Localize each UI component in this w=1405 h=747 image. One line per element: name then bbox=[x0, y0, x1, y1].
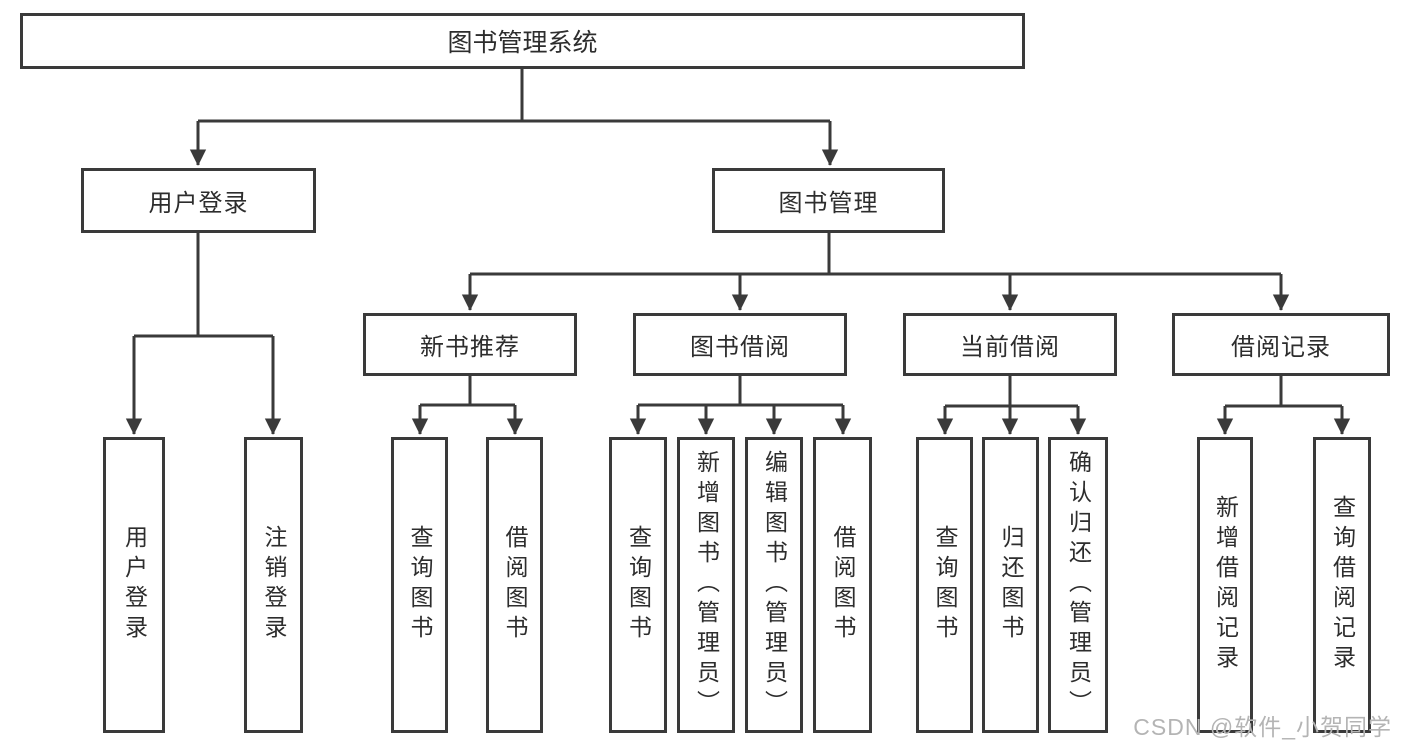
leaf-label: 注销登录 bbox=[261, 525, 287, 645]
node-label: 借阅记录 bbox=[1231, 334, 1331, 361]
leaf-query-books-borrow: 查询图书 bbox=[609, 437, 667, 733]
leaf-borrow-books: 借阅图书 bbox=[813, 437, 872, 733]
leaf-add-books-admin: 新增图书（管理员） bbox=[677, 437, 735, 733]
leaf-logout: 注销登录 bbox=[244, 437, 303, 733]
node-book-borrow: 图书借阅 bbox=[633, 313, 847, 376]
leaf-edit-books-admin: 编辑图书（管理员） bbox=[745, 437, 803, 733]
node-label: 图书管理 bbox=[778, 190, 879, 217]
node-user-login-branch: 用户登录 bbox=[81, 168, 316, 233]
leaf-borrow-books-recommend: 借阅图书 bbox=[486, 437, 543, 733]
node-label: 新书推荐 bbox=[420, 334, 520, 361]
leaf-add-borrow-record: 新增借阅记录 bbox=[1197, 437, 1253, 733]
leaf-query-books-recommend: 查询图书 bbox=[391, 437, 448, 733]
node-new-book-recommend: 新书推荐 bbox=[363, 313, 577, 376]
node-current-borrow: 当前借阅 bbox=[903, 313, 1117, 376]
leaf-confirm-return-admin: 确认归还（管理员） bbox=[1048, 437, 1108, 733]
leaf-label: 查询图书 bbox=[407, 525, 433, 645]
leaf-label: 编辑图书（管理员） bbox=[761, 450, 788, 720]
node-label: 用户登录 bbox=[148, 190, 249, 217]
leaf-label: 确认归还（管理员） bbox=[1065, 450, 1092, 720]
leaf-label: 借阅图书 bbox=[830, 525, 856, 645]
leaf-label: 借阅图书 bbox=[502, 525, 528, 645]
node-root-label: 图书管理系统 bbox=[447, 29, 598, 57]
leaf-label: 新增借阅记录 bbox=[1212, 495, 1239, 675]
node-borrow-records: 借阅记录 bbox=[1172, 313, 1390, 376]
leaf-label: 用户登录 bbox=[121, 525, 148, 645]
node-book-management-branch: 图书管理 bbox=[712, 168, 945, 233]
leaf-query-books-current: 查询图书 bbox=[916, 437, 973, 733]
leaf-return-books: 归还图书 bbox=[982, 437, 1039, 733]
leaf-label: 查询借阅记录 bbox=[1329, 495, 1356, 675]
node-label: 图书借阅 bbox=[690, 334, 790, 361]
leaf-label: 新增图书（管理员） bbox=[693, 450, 720, 720]
leaf-user-login: 用户登录 bbox=[103, 437, 165, 733]
node-root-library-system: 图书管理系统 bbox=[20, 13, 1025, 69]
leaf-query-borrow-record: 查询借阅记录 bbox=[1313, 437, 1371, 733]
leaf-label: 查询图书 bbox=[625, 525, 652, 645]
node-label: 当前借阅 bbox=[960, 334, 1060, 361]
leaf-label: 查询图书 bbox=[932, 525, 958, 645]
leaf-label: 归还图书 bbox=[998, 525, 1024, 645]
csdn-watermark: CSDN @软件_小贺同学 bbox=[1133, 714, 1392, 740]
